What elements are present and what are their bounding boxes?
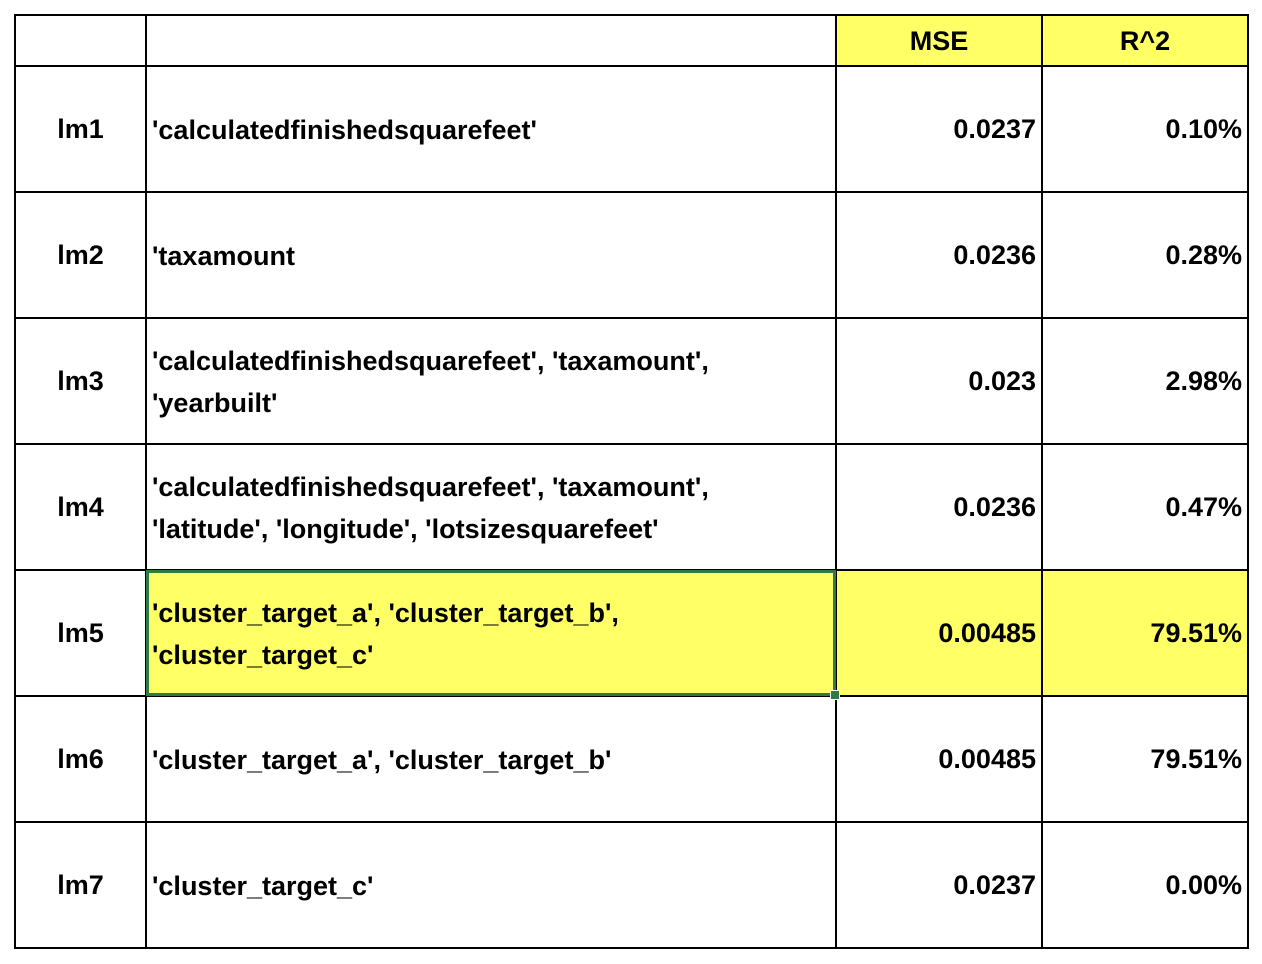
header-features-cell[interactable]: [145, 14, 837, 67]
features-cell[interactable]: 'calculatedfinishedsquarefeet', 'taxamou…: [145, 317, 837, 445]
mse-cell[interactable]: 0.00485: [835, 569, 1043, 697]
mse-cell[interactable]: 0.0236: [835, 443, 1043, 571]
header-model-cell[interactable]: [14, 14, 147, 67]
r2-cell[interactable]: 79.51%: [1041, 569, 1249, 697]
model-name-cell[interactable]: lm3: [14, 317, 147, 445]
header-r2-cell[interactable]: R^2: [1041, 14, 1249, 67]
features-cell[interactable]: 'calculatedfinishedsquarefeet': [145, 65, 837, 193]
features-cell[interactable]: 'cluster_target_c': [145, 821, 837, 949]
r2-cell[interactable]: 0.28%: [1041, 191, 1249, 319]
mse-cell[interactable]: 0.023: [835, 317, 1043, 445]
features-cell[interactable]: 'taxamount: [145, 191, 837, 319]
mse-cell[interactable]: 0.0237: [835, 821, 1043, 949]
features-cell-text: 'cluster_target_a', 'cluster_target_b', …: [152, 598, 619, 670]
features-cell-selected[interactable]: 'cluster_target_a', 'cluster_target_b', …: [145, 569, 840, 700]
features-cell[interactable]: 'calculatedfinishedsquarefeet', 'taxamou…: [145, 443, 837, 571]
results-table: MSE R^2 lm1 'calculatedfinishedsquarefee…: [14, 14, 1249, 949]
table-row: lm1 'calculatedfinishedsquarefeet' 0.023…: [14, 65, 1249, 193]
header-mse-cell[interactable]: MSE: [835, 14, 1043, 67]
table-row: lm7 'cluster_target_c' 0.0237 0.00%: [14, 821, 1249, 949]
model-name-cell[interactable]: lm6: [14, 695, 147, 823]
table-row: lm3 'calculatedfinishedsquarefeet', 'tax…: [14, 317, 1249, 445]
model-name-cell[interactable]: lm2: [14, 191, 147, 319]
table-row: lm2 'taxamount 0.0236 0.28%: [14, 191, 1249, 319]
r2-cell[interactable]: 79.51%: [1041, 695, 1249, 823]
mse-cell[interactable]: 0.00485: [835, 695, 1043, 823]
fill-handle[interactable]: [830, 690, 840, 700]
features-cell[interactable]: 'cluster_target_a', 'cluster_target_b': [145, 695, 837, 823]
table-row: lm4 'calculatedfinishedsquarefeet', 'tax…: [14, 443, 1249, 571]
mse-cell[interactable]: 0.0236: [835, 191, 1043, 319]
mse-cell[interactable]: 0.0237: [835, 65, 1043, 193]
table-row-highlighted: lm5 'cluster_target_a', 'cluster_target_…: [14, 569, 1249, 700]
model-name-cell[interactable]: lm7: [14, 821, 147, 949]
table-row: lm6 'cluster_target_a', 'cluster_target_…: [14, 695, 1249, 823]
model-name-cell[interactable]: lm5: [14, 569, 147, 697]
r2-cell[interactable]: 0.47%: [1041, 443, 1249, 571]
r2-cell[interactable]: 2.98%: [1041, 317, 1249, 445]
header-row: MSE R^2: [14, 14, 1249, 67]
r2-cell[interactable]: 0.10%: [1041, 65, 1249, 193]
model-name-cell[interactable]: lm4: [14, 443, 147, 571]
model-name-cell[interactable]: lm1: [14, 65, 147, 193]
r2-cell[interactable]: 0.00%: [1041, 821, 1249, 949]
